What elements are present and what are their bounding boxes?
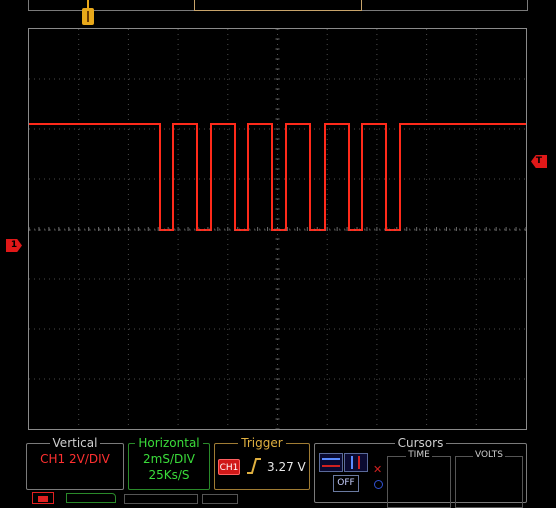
horizontal-panel[interactable]: Horizontal 2mS/DIV 25Ks/S — [128, 436, 210, 490]
cursor-volts-box: VOLTS — [455, 450, 523, 508]
view-window-indicator[interactable] — [194, 0, 362, 11]
sample-rate: 25Ks/S — [148, 468, 190, 482]
trigger-level-value[interactable]: 3.27 V — [267, 460, 306, 474]
channel1-marker-label: 1 — [10, 240, 18, 250]
vertical-setting[interactable]: CH1 2V/DIV — [40, 452, 110, 466]
stop-button[interactable] — [32, 492, 54, 504]
rising-edge-icon[interactable] — [245, 457, 263, 475]
bottom-control-2[interactable] — [202, 494, 238, 504]
trigger-position-stem — [87, 0, 89, 9]
cursors-panel: Cursors OFF ✕ TIME VOLTS — [314, 436, 527, 508]
trigger-source-button[interactable]: CH1 — [218, 459, 240, 475]
vertical-title: Vertical — [49, 436, 101, 450]
trigger-title: Trigger — [238, 436, 286, 450]
trigger-position-handle[interactable] — [82, 8, 94, 25]
cursors-title: Cursors — [394, 436, 447, 450]
time-per-div[interactable]: 2mS/DIV — [143, 452, 195, 466]
cursors-off-button[interactable]: OFF — [333, 475, 359, 492]
top-bar — [0, 0, 556, 25]
run-indicator[interactable] — [66, 493, 116, 503]
trigger-level-marker[interactable]: T — [531, 155, 547, 168]
cursor-x-icon: ✕ — [373, 463, 383, 476]
vertical-cursor-button[interactable] — [344, 453, 368, 472]
vertical-panel[interactable]: Vertical CH1 2V/DIV — [26, 436, 124, 490]
horizontal-cursor-button[interactable] — [319, 453, 343, 472]
horizontal-title: Horizontal — [135, 436, 203, 450]
cursor-time-box: TIME — [387, 450, 451, 508]
waveform-display[interactable] — [28, 28, 527, 430]
cursor-o-icon — [374, 480, 383, 489]
channel1-ground-marker[interactable]: 1 — [6, 239, 22, 252]
vertical-cursors-icon — [351, 456, 360, 469]
bottom-control-1[interactable] — [124, 494, 198, 504]
waveform-graticule — [29, 29, 526, 429]
trigger-panel[interactable]: Trigger CH1 3.27 V — [214, 436, 310, 490]
trigger-marker-label: T — [535, 156, 543, 166]
cursor-time-label: TIME — [406, 450, 432, 460]
cursor-volts-label: VOLTS — [472, 450, 506, 460]
horizontal-cursors-icon — [322, 458, 340, 467]
